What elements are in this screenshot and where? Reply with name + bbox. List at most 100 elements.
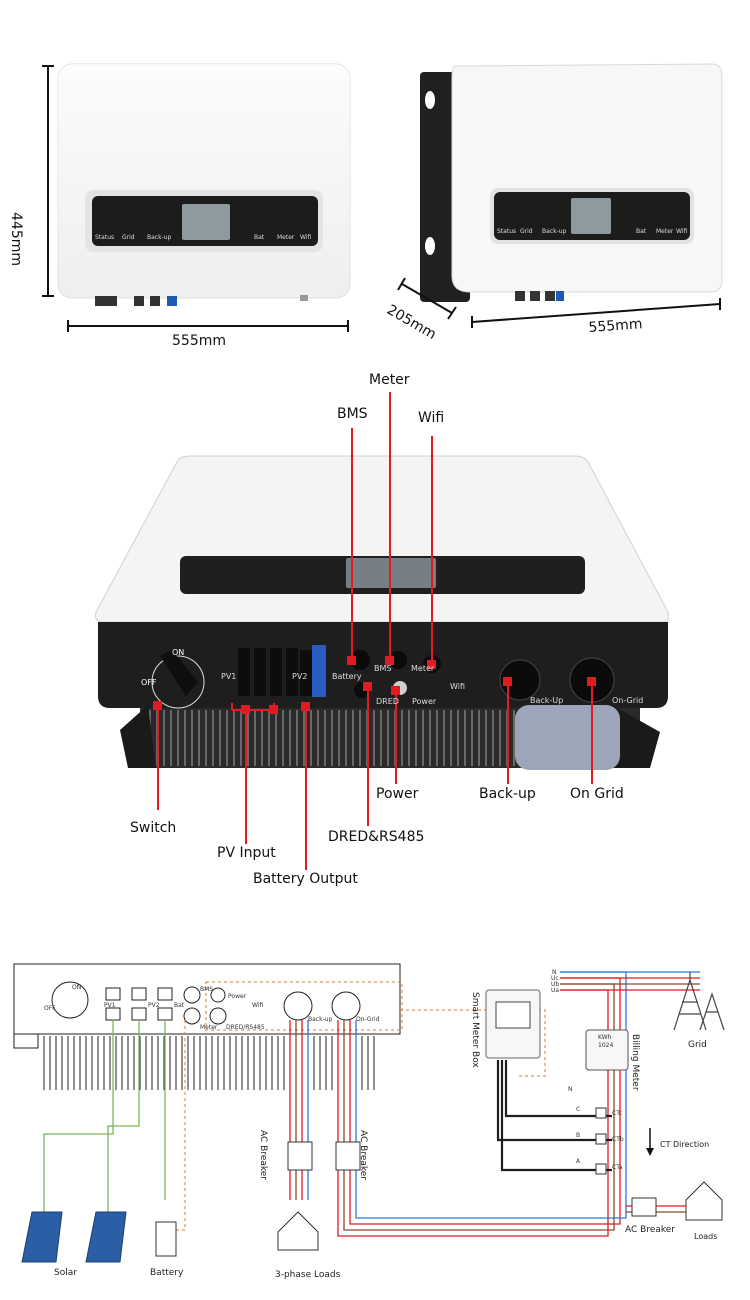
- side-panel-label-bat: Bat: [636, 228, 647, 235]
- schem-on-label: ON: [72, 984, 82, 991]
- wifi-panel-label: Wifi: [450, 682, 465, 691]
- solar-panel-1: [21, 1211, 63, 1263]
- callout-bms: BMS: [337, 406, 368, 422]
- callout-on-grid: On Grid: [570, 786, 624, 802]
- solar-panel-2: [85, 1211, 127, 1263]
- height-label: 445mm: [8, 212, 24, 266]
- wiring-diagram-section: OFF ON PV1 PV2 Bat BMS Power Meter Wifi …: [0, 950, 750, 1290]
- front-panel-labels: Status Grid Back-up Bat Meter Wifi: [92, 234, 318, 244]
- heat-sink: [120, 705, 660, 770]
- comm-dashed-wire: [175, 1009, 546, 1231]
- backup-panel-label: Back-Up: [530, 696, 564, 705]
- dred-panel-label: DRED: [376, 697, 399, 706]
- callout-leader-lines: [153, 392, 596, 870]
- ac-breaker-label-1: AC Breaker: [258, 1130, 268, 1181]
- meter-panel-label: Meter: [411, 664, 435, 673]
- phase-c-label: C: [576, 1106, 581, 1113]
- bus-n-label: N: [552, 969, 557, 976]
- house-loads-icon: [685, 1181, 723, 1221]
- ac-breaker-backup: [287, 1141, 313, 1171]
- solar-label: Solar: [54, 1268, 77, 1278]
- power-panel-label: Power: [412, 697, 437, 706]
- battery-label: Battery: [150, 1268, 184, 1278]
- schem-ongrid-label: On-Grid: [356, 1016, 380, 1023]
- bus-uc-label: Uc: [551, 975, 559, 982]
- width-label-front: 555mm: [172, 333, 226, 349]
- schem-backup-label: Back-up: [308, 1016, 333, 1023]
- wiring-diagram: [13, 963, 725, 1263]
- bms-panel-label: BMS: [374, 664, 392, 673]
- ongrid-panel-label: On-Grid: [612, 696, 644, 705]
- smart-meter-box-label: Smart Meter Box: [470, 992, 480, 1068]
- callout-wifi: Wifi: [418, 410, 445, 426]
- three-phase-loads-label: 3-phase Loads: [275, 1270, 341, 1280]
- schem-off-label: OFF: [44, 1005, 56, 1012]
- callout-backup: Back-up: [479, 786, 536, 802]
- battery-icon: [155, 1221, 177, 1257]
- ac-breaker-ongrid: [335, 1141, 361, 1171]
- ports-drawing: [95, 455, 669, 770]
- inverter-side-view: [420, 63, 723, 302]
- depth-dimension-line: [397, 277, 457, 320]
- side-panel-label-status: Status: [497, 228, 517, 235]
- side-panel-label-backup: Back-up: [542, 228, 567, 235]
- schem-pv2-label: PV2: [148, 1002, 160, 1009]
- dimension-drawing: [42, 63, 723, 332]
- bus-ua-label: Ua: [551, 987, 560, 994]
- callout-power: Power: [376, 786, 419, 802]
- house-3phase-icon: [277, 1211, 319, 1251]
- panel-label-bat: Bat: [254, 234, 265, 241]
- ports-section: ON OFF PV1 PV2 Battery BMS Meter Wifi DR…: [0, 360, 750, 900]
- inverter-front-view: [57, 63, 351, 306]
- battery-panel-label: Battery: [332, 672, 362, 681]
- panel-label-wifi: Wifi: [300, 234, 312, 241]
- schem-meter-label: Meter: [200, 1024, 218, 1031]
- schem-bat-label: Bat: [174, 1002, 185, 1009]
- side-panel-label-meter: Meter: [656, 228, 674, 235]
- schem-power-label: Power: [228, 993, 247, 1000]
- dc-switch: [151, 650, 205, 709]
- switch-on-label: ON: [172, 648, 185, 657]
- kwh-label: KWh: [598, 1034, 612, 1041]
- dc-green-wires: [43, 1020, 166, 1212]
- phase-a-label: A: [576, 1158, 581, 1165]
- schem-bms-label: BMS: [200, 986, 214, 993]
- schem-dred-label: DRED/RS485: [226, 1024, 265, 1031]
- pv2-label: PV2: [292, 672, 308, 681]
- grid-tower-icon: [673, 972, 725, 1031]
- width-dimension-line-side: [471, 298, 721, 328]
- ct-b-label: CTb: [612, 1136, 624, 1143]
- loads-label: Loads: [694, 1232, 718, 1241]
- inverter-schematic: [13, 963, 403, 1090]
- width-dimension-line-front: [67, 320, 349, 332]
- phase-b-label: B: [576, 1132, 581, 1139]
- panel-label-meter: Meter: [277, 234, 295, 241]
- side-panel-labels: Status Grid Back-up Bat Meter Wifi: [494, 228, 690, 238]
- dimension-section: Status Grid Back-up Bat Meter Wifi Statu…: [0, 0, 750, 360]
- ct-c-label: CTc: [612, 1110, 623, 1117]
- ct-direction-label: CT Direction: [660, 1140, 710, 1149]
- side-panel-label-wifi: Wifi: [676, 228, 688, 235]
- bus-ub-label: Ub: [551, 981, 560, 988]
- ac-breaker-label-2: AC Breaker: [358, 1130, 368, 1181]
- height-dimension-line: [42, 65, 54, 297]
- schem-pv1-label: PV1: [104, 1002, 116, 1009]
- ct-black-wires: [496, 1060, 612, 1172]
- panel-label-backup: Back-up: [147, 234, 172, 241]
- callout-meter: Meter: [369, 372, 410, 388]
- schem-wifi-label: Wifi: [252, 1002, 264, 1009]
- ac-breaker-label-3: AC Breaker: [625, 1225, 676, 1235]
- panel-label-status: Status: [95, 234, 115, 241]
- phase-n-label: N: [568, 1086, 573, 1093]
- callout-switch: Switch: [130, 820, 177, 836]
- side-panel-label-grid: Grid: [520, 228, 533, 235]
- switch-off-label: OFF: [141, 678, 157, 687]
- callout-battery-output: Battery Output: [253, 871, 358, 887]
- billing-meter-label: Billing Meter: [630, 1034, 640, 1091]
- billing-meter: [585, 1029, 629, 1071]
- pv1-label: PV1: [221, 672, 237, 681]
- callout-dred: DRED&RS485: [328, 829, 425, 845]
- ct-a-label: CTa: [612, 1164, 623, 1171]
- grid-label: Grid: [688, 1040, 707, 1050]
- kwh-value: 1024: [598, 1042, 614, 1049]
